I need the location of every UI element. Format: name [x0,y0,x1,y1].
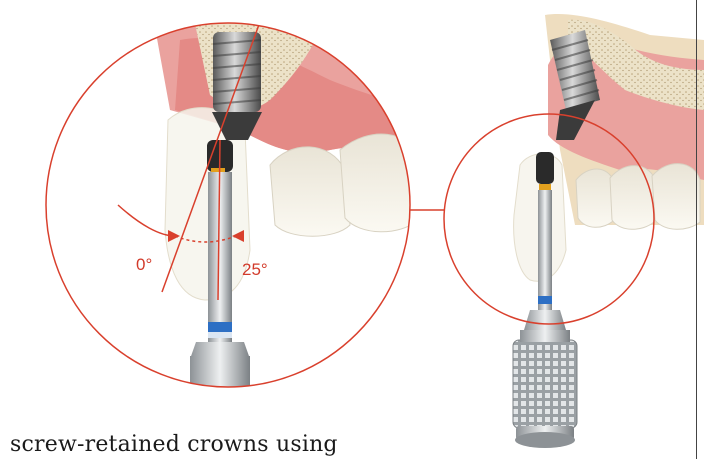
knurled-handle [513,340,577,428]
neighbor-tooth [270,147,350,236]
angle-label-25: 25° [242,260,268,279]
left-detail-view: 0° 25° [118,0,460,396]
neighbor-tooth-right [610,166,656,230]
driver-shaft-right [538,190,552,310]
caption-text: screw-retained crowns using [10,432,338,457]
column-divider [696,0,697,459]
neighbor-tooth-right [652,164,700,230]
blue-band-right [538,296,552,304]
blue-band [208,322,232,332]
right-overview [513,14,704,448]
neighbor-tooth-right [576,169,614,227]
angle-label-0: 0° [136,255,152,274]
